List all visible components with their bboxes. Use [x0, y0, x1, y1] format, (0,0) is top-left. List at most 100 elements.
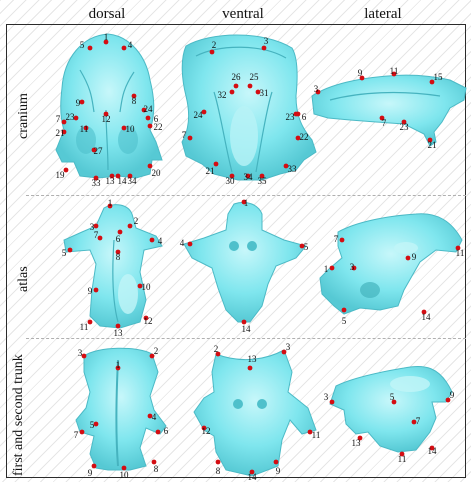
- trunk-ventral-landmark-label: 8: [216, 466, 221, 476]
- cranium-dorsal-landmark-label: 11: [80, 124, 89, 134]
- cranium-ventral-landmark-label: 31: [260, 88, 269, 98]
- cranium-ventral-landmark-label: 33: [288, 164, 298, 174]
- cranium-dorsal-landmark-label: 9: [76, 98, 81, 108]
- cranium-ventral-landmark-label: 3: [264, 36, 269, 46]
- atlas-dorsal-landmark-label: 13: [114, 328, 124, 338]
- atlas-dorsal-landmark-label: 7: [94, 230, 99, 240]
- atlas-lateral-landmark-1: [330, 266, 335, 271]
- trunk-lateral-landmark-label: 5: [390, 392, 395, 402]
- atlas-ventral-landmark-4: [188, 242, 193, 247]
- cranium-lateral-landmark-label: 21: [428, 140, 437, 150]
- cranium-dorsal-landmark-7: [62, 120, 67, 125]
- cranium-dorsal-landmark-5: [88, 46, 93, 51]
- trunk-lateral-landmark-label: 3: [324, 392, 329, 402]
- atlas-dorsal-landmark-label: 6: [116, 234, 121, 244]
- trunk-dorsal-landmark-9: [92, 464, 97, 469]
- cranium-dorsal-landmark-label: 7: [56, 114, 61, 124]
- trunk-dorsal-landmark-label: 2: [154, 346, 159, 356]
- cranium-dorsal-landmark-label: 33: [92, 178, 102, 188]
- trunk-ventral-bone: [194, 350, 316, 476]
- trunk-ventral-landmark-label: 2: [214, 344, 219, 354]
- cranium-lateral-bone: [312, 75, 466, 146]
- cranium-lateral-landmark-label: 3: [314, 84, 319, 94]
- atlas-dorsal-landmark-label: 1: [108, 198, 113, 208]
- atlas-lateral-bone: [320, 214, 462, 314]
- cranium-ventral-landmark-2: [210, 50, 215, 55]
- trunk-dorsal-bone: [76, 348, 166, 470]
- cranium-dorsal-landmark-4: [122, 46, 127, 51]
- cranium-ventral-landmark-25: [248, 84, 253, 89]
- cranium-dorsal-landmark-label: 27: [94, 146, 104, 156]
- cranium-dorsal-landmark-label: 19: [56, 170, 66, 180]
- cranium-lateral-landmark-label: 15: [434, 72, 444, 82]
- trunk-dorsal-landmark-label: 1: [116, 360, 121, 370]
- atlas-dorsal-landmark-9: [94, 288, 99, 293]
- cranium-dorsal-landmark-label: 13: [106, 176, 116, 186]
- atlas-lateral-landmark-5: [342, 308, 347, 313]
- trunk-dorsal-landmark-label: 6: [164, 426, 169, 436]
- atlas-dorsal-landmark-label: 5: [62, 248, 67, 258]
- atlas-lateral-landmark-label: 1: [324, 264, 329, 274]
- atlas-lateral-landmark-label: 11: [456, 248, 465, 258]
- cranium-ventral-landmark-label: 30: [226, 176, 236, 186]
- trunk-ventral-landmark-label: 13: [248, 354, 258, 364]
- trunk-ventral-landmark-label: 14: [248, 472, 258, 482]
- atlas-dorsal-landmark-5: [68, 248, 73, 253]
- atlas-lateral-landmark-7: [340, 238, 345, 243]
- trunk-ventral-landmark-8: [216, 460, 221, 465]
- cranium-ventral-landmark-label: 22: [300, 132, 309, 142]
- cranium-dorsal-landmark-label: 12: [102, 114, 111, 124]
- cranium-ventral-landmark-label: 6: [302, 112, 307, 122]
- trunk-dorsal-landmark-label: 4: [152, 412, 157, 422]
- atlas-ventral-landmark-label: 14: [242, 324, 252, 334]
- atlas-dorsal-landmark-3: [94, 224, 99, 229]
- trunk-lateral-landmark-3: [330, 400, 335, 405]
- atlas-dorsal-landmark-7: [98, 236, 103, 241]
- cranium-lateral-landmark-label: 7: [382, 118, 387, 128]
- atlas-ventral-bone: [184, 202, 306, 322]
- atlas-ventral-landmark-label: 1: [244, 198, 249, 208]
- trunk-lateral-landmark-label: 13: [352, 438, 362, 448]
- atlas-lateral-landmark-9: [406, 256, 411, 261]
- cranium-ventral-landmark-26: [234, 84, 239, 89]
- cranium-dorsal-landmark-label: 8: [132, 96, 137, 106]
- cranium-ventral-landmark-label: 23: [286, 112, 296, 122]
- trunk-dorsal-landmark-label: 10: [120, 470, 130, 480]
- atlas-lateral-landmark-label: 7: [334, 234, 339, 244]
- trunk-ventral-landmark-label: 3: [286, 342, 291, 352]
- cranium-dorsal-landmark-label: 6: [154, 114, 159, 124]
- atlas-lateral-landmark-label: 3: [350, 262, 355, 272]
- trunk-ventral-landmark-label: 11: [312, 430, 321, 440]
- atlas-dorsal-landmark-2: [128, 224, 133, 229]
- atlas-ventral-landmark-label: 5: [304, 242, 309, 252]
- atlas-dorsal-bone: [64, 205, 162, 328]
- cranium-dorsal-landmark-label: 10: [126, 124, 136, 134]
- cranium-dorsal-landmark-label: 14: [118, 176, 128, 186]
- trunk-lateral-landmark-label: 11: [398, 454, 407, 464]
- atlas-dorsal-landmark-label: 11: [80, 322, 89, 332]
- atlas-lateral-landmark-label: 9: [412, 252, 417, 262]
- cranium-ventral-landmark-label: 35: [258, 176, 268, 186]
- cranium-dorsal-landmark-22: [148, 124, 153, 129]
- cranium-ventral-landmark-32: [230, 90, 235, 95]
- trunk-lateral-landmark-label: 7: [416, 416, 421, 426]
- cranium-dorsal-landmark-label: 4: [128, 40, 133, 50]
- cranium-dorsal-landmark-9: [80, 100, 85, 105]
- atlas-dorsal-landmark-label: 2: [134, 216, 139, 226]
- cranium-dorsal-landmark-label: 23: [66, 112, 76, 122]
- trunk-ventral-landmark-9: [274, 460, 279, 465]
- cranium-ventral-bone: [182, 35, 316, 180]
- atlas-dorsal-landmark-label: 4: [158, 236, 163, 246]
- cranium-ventral-landmark-label: 7: [182, 130, 187, 140]
- cranium-ventral-landmark-label: 32: [218, 90, 227, 100]
- atlas-dorsal-landmark-label: 8: [116, 252, 121, 262]
- trunk-lateral-landmark-label: 14: [428, 446, 438, 456]
- trunk-lateral-bone: [330, 366, 452, 452]
- trunk-ventral-landmark-label: 12: [202, 426, 211, 436]
- cranium-ventral-landmark-7: [188, 136, 193, 141]
- cranium-ventral-landmark-label: 2: [212, 40, 217, 50]
- cranium-dorsal-landmark-label: 24: [144, 104, 154, 114]
- cranium-ventral-landmark-label: 21: [206, 166, 215, 176]
- trunk-dorsal-landmark-label: 5: [90, 420, 95, 430]
- atlas-dorsal-landmark-label: 12: [144, 316, 153, 326]
